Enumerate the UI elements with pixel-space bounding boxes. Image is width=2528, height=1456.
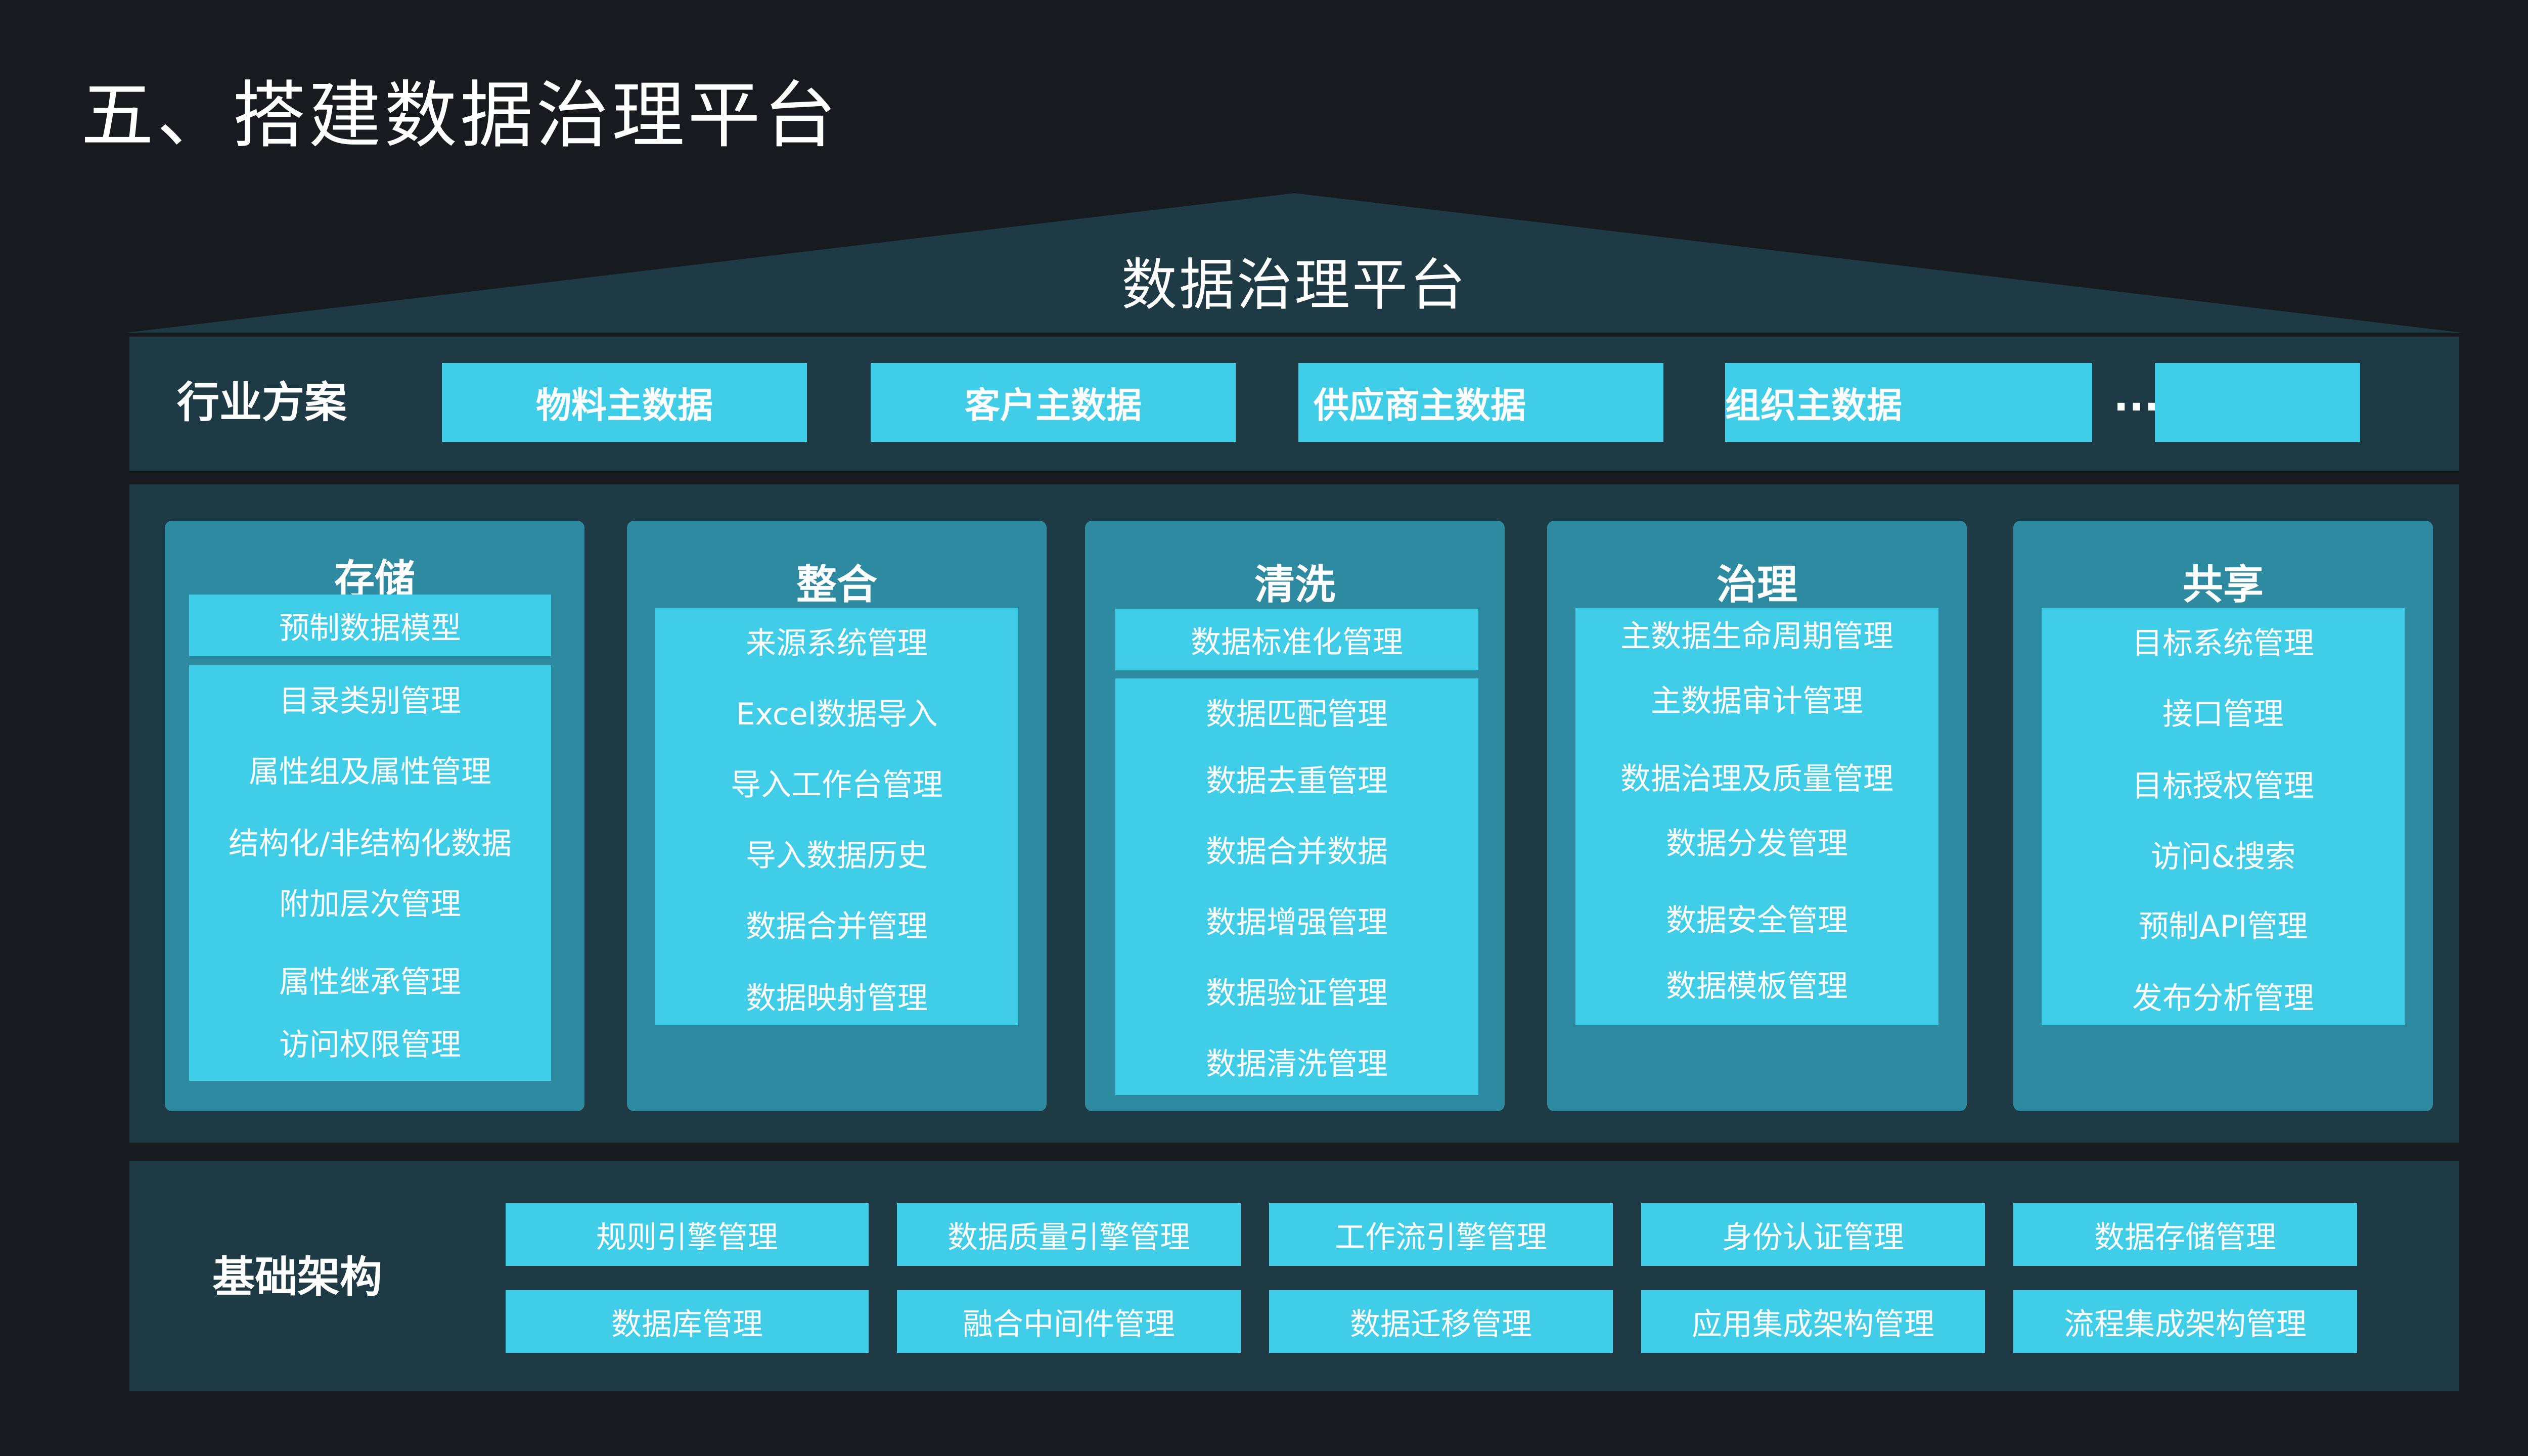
list-item: 数据分发管理 <box>1666 826 1848 861</box>
list-item: 主数据审计管理 <box>1651 683 1863 719</box>
solution-organization: 组织主数据 <box>1725 363 2092 442</box>
infra-rule-engine: 规则引擎管理 <box>506 1203 869 1266</box>
list-item: 数据标准化管理 <box>1191 624 1403 660</box>
solution-label: 行业方案 <box>177 378 347 427</box>
column-governance: 治理 主数据生命周期管理 主数据审计管理 数据治理及质量管理 数据分发管理 数据… <box>1547 521 1967 1111</box>
list-item: 数据验证管理 <box>1206 975 1388 1011</box>
storage-top-panel: 预制数据模型 <box>189 595 551 656</box>
list-item: 访问权限管理 <box>279 1027 461 1063</box>
list-item: 导入数据历史 <box>746 838 928 874</box>
solution-blank <box>2155 363 2360 442</box>
infra-identity-auth: 身份认证管理 <box>1641 1203 1985 1266</box>
list-item: 接口管理 <box>2162 696 2284 732</box>
list-item: Excel数据导入 <box>736 696 938 732</box>
page-title: 五、搭建数据治理平台 <box>81 73 840 158</box>
list-item: 属性组及属性管理 <box>249 754 491 790</box>
list-item: 数据增强管理 <box>1206 904 1388 940</box>
list-item: 数据合并数据 <box>1206 834 1388 870</box>
column-title: 治理 <box>1717 561 1797 608</box>
infra-middleware: 融合中间件管理 <box>897 1290 1241 1353</box>
list-item: 发布分析管理 <box>2132 980 2314 1016</box>
infra-workflow-engine: 工作流引擎管理 <box>1269 1203 1613 1266</box>
list-item: 数据治理及质量管理 <box>1620 761 1893 797</box>
cleansing-panel: 数据匹配管理 数据去重管理 数据合并数据 数据增强管理 数据验证管理 数据清洗管… <box>1115 678 1478 1095</box>
column-integration: 整合 来源系统管理 Excel数据导入 导入工作台管理 导入数据历史 数据合并管… <box>627 521 1047 1111</box>
sharing-panel: 目标系统管理 接口管理 目标授权管理 访问&搜索 预制API管理 发布分析管理 <box>2042 608 2405 1025</box>
list-item: 目标授权管理 <box>2132 768 2314 804</box>
infrastructure-row <box>129 1161 2459 1391</box>
list-item: 预制API管理 <box>2138 908 2308 944</box>
list-item: 导入工作台管理 <box>731 767 943 803</box>
list-item: 数据清洗管理 <box>1206 1046 1388 1082</box>
column-cleansing: 清洗 数据标准化管理 数据匹配管理 数据去重管理 数据合并数据 数据增强管理 数… <box>1085 521 1505 1111</box>
integration-panel: 来源系统管理 Excel数据导入 导入工作台管理 导入数据历史 数据合并管理 数… <box>655 608 1018 1025</box>
list-item: 附加层次管理 <box>279 886 461 922</box>
infra-data-storage: 数据存储管理 <box>2013 1203 2357 1266</box>
column-title: 整合 <box>796 561 877 608</box>
list-item: 目录类别管理 <box>279 683 461 719</box>
cleansing-top-panel: 数据标准化管理 <box>1115 609 1478 670</box>
solution-ellipsis: ... <box>2113 373 2160 420</box>
infra-process-integration: 流程集成架构管理 <box>2013 1290 2357 1353</box>
list-item: 数据去重管理 <box>1206 763 1388 799</box>
platform-roof <box>126 193 2462 333</box>
list-item: 来源系统管理 <box>746 625 928 661</box>
storage-panel: 目录类别管理 属性组及属性管理 结构化/非结构化数据 附加层次管理 属性继承管理… <box>189 665 551 1081</box>
solution-customer: 客户主数据 <box>871 363 1236 442</box>
infra-app-integration: 应用集成架构管理 <box>1641 1290 1985 1353</box>
list-item: 数据模板管理 <box>1666 968 1848 1004</box>
governance-panel: 主数据生命周期管理 主数据审计管理 数据治理及质量管理 数据分发管理 数据安全管… <box>1575 608 1938 1025</box>
column-title: 共享 <box>2183 561 2264 608</box>
column-sharing: 共享 目标系统管理 接口管理 目标授权管理 访问&搜索 预制API管理 发布分析… <box>2013 521 2433 1111</box>
list-item: 数据匹配管理 <box>1206 696 1388 732</box>
list-item: 主数据生命周期管理 <box>1620 618 1893 654</box>
list-item: 访问&搜索 <box>2150 839 2296 875</box>
list-item: 预制数据模型 <box>279 610 461 646</box>
column-title: 清洗 <box>1254 561 1335 608</box>
list-item: 数据映射管理 <box>746 980 928 1016</box>
list-item: 数据安全管理 <box>1666 902 1848 938</box>
list-item: 结构化/非结构化数据 <box>228 826 512 861</box>
infra-data-migration: 数据迁移管理 <box>1269 1290 1613 1353</box>
infra-quality-engine: 数据质量引擎管理 <box>897 1203 1241 1266</box>
infra-database: 数据库管理 <box>506 1290 869 1353</box>
list-item: 目标系统管理 <box>2132 625 2314 661</box>
solution-supplier: 供应商主数据 <box>1298 363 1663 442</box>
infrastructure-label: 基础架构 <box>212 1252 383 1302</box>
column-storage: 存储 预制数据模型 目录类别管理 属性组及属性管理 结构化/非结构化数据 附加层… <box>165 521 584 1111</box>
list-item: 数据合并管理 <box>746 908 928 944</box>
list-item: 属性继承管理 <box>279 964 461 1000</box>
platform-title: 数据治理平台 <box>1121 253 1467 317</box>
solution-material: 物料主数据 <box>442 363 807 442</box>
